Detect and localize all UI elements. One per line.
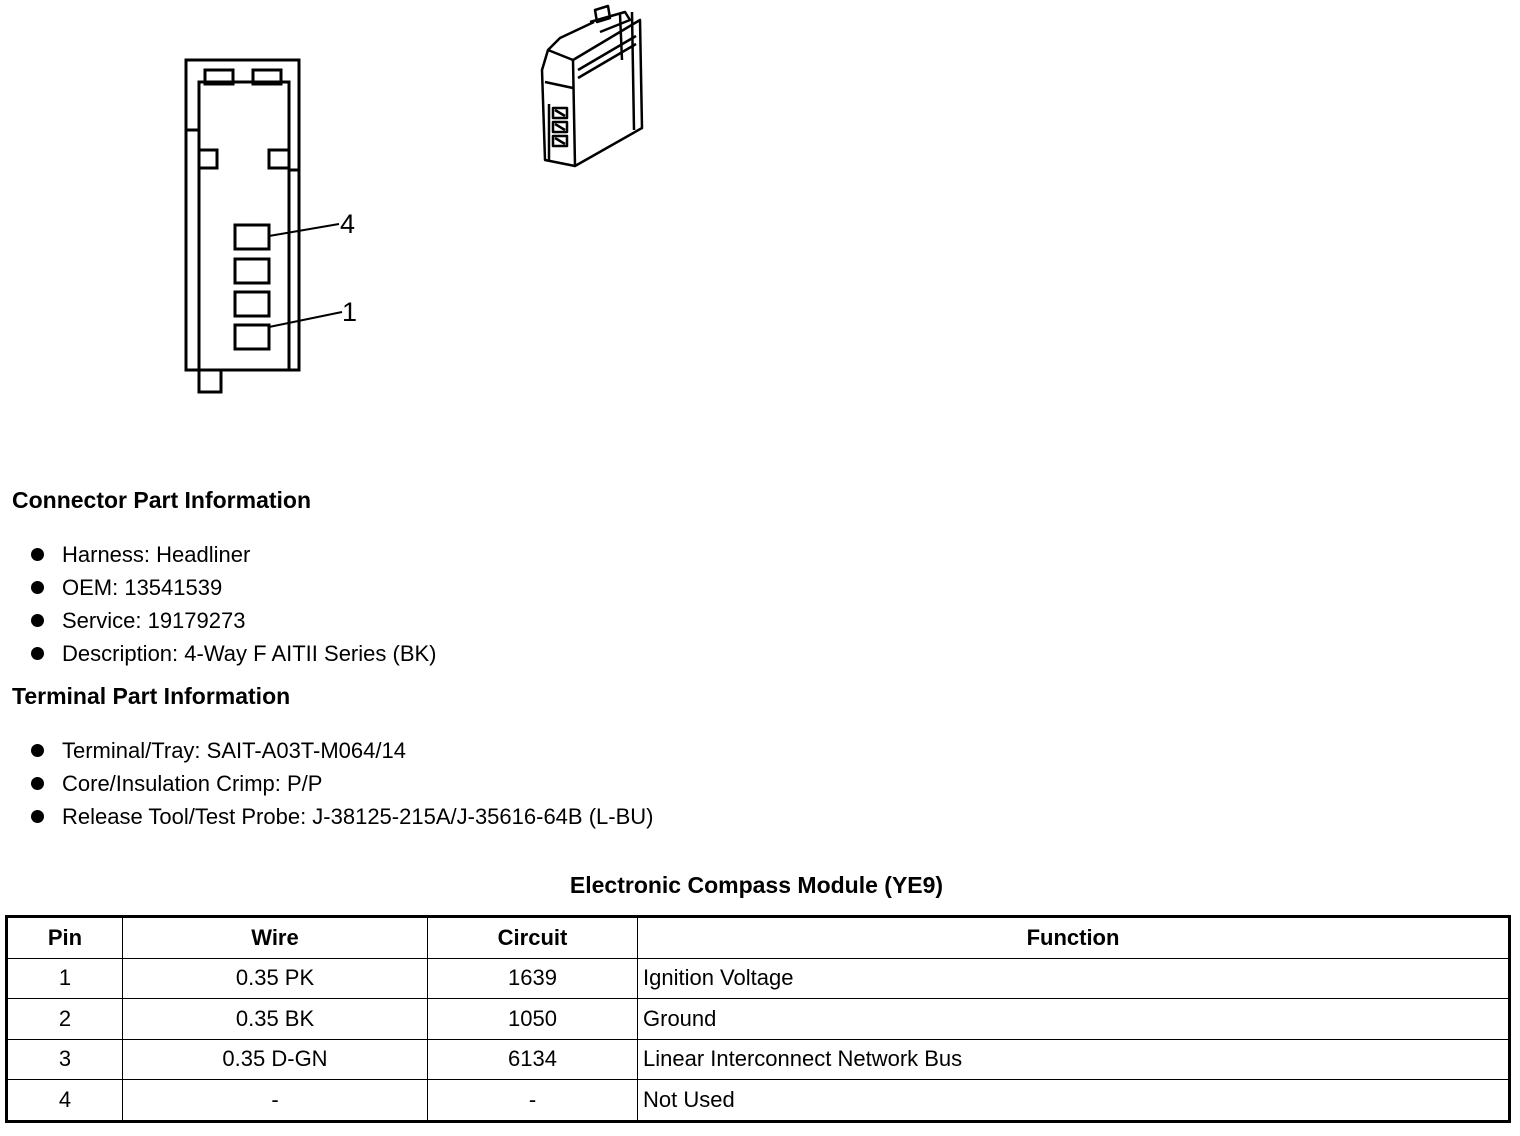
column-header-circuit: Circuit: [427, 916, 638, 959]
cavity-3: [233, 257, 271, 285]
bottom-key: [197, 370, 223, 394]
wire-cell: 0.35 BK: [122, 998, 428, 1040]
column-header-wire: Wire: [122, 916, 428, 959]
table-row: 4 - - Not Used: [6, 1079, 1510, 1122]
connector-inner-housing: [197, 80, 291, 370]
list-item: Description: 4-Way F AITII Series (BK): [12, 637, 712, 670]
terminal-info-list: Terminal/Tray: SAIT-A03T-M064/14 Core/In…: [12, 734, 912, 833]
pin-cell: 1: [6, 957, 123, 999]
wire-cell: 0.35 D-GN: [122, 1038, 428, 1080]
callout-pin-1: 1: [342, 297, 357, 327]
terminal-info-heading: Terminal Part Information: [12, 683, 291, 709]
circuit-cell: 1050: [427, 998, 638, 1040]
pin-cell: 4: [6, 1079, 123, 1122]
list-item: Terminal/Tray: SAIT-A03T-M064/14: [12, 734, 912, 767]
connector-outer-housing: [184, 58, 301, 372]
circuit-cell: 1639: [427, 957, 638, 999]
callout-pin-4: 4: [340, 209, 355, 239]
function-cell: Ground: [637, 998, 1510, 1040]
cavity-4: [233, 223, 271, 251]
function-cell: Not Used: [637, 1079, 1510, 1122]
connector-isometric-diagram: [540, 4, 644, 168]
pin-cell: 3: [6, 1038, 123, 1080]
latch-tab-left: [203, 68, 235, 86]
function-cell: Ignition Voltage: [637, 957, 1510, 999]
pinout-table: Pin Wire Circuit Function 1 0.35 PK 1639…: [5, 915, 1511, 1123]
side-notch-right: [267, 148, 291, 170]
table-header-row: Pin Wire Circuit Function: [6, 916, 1510, 959]
list-item: Harness: Headliner: [12, 538, 712, 571]
side-notch-left: [197, 148, 219, 170]
cavity-2: [233, 290, 271, 318]
circuit-cell: 6134: [427, 1038, 638, 1080]
column-header-function: Function: [637, 916, 1510, 959]
list-item: Release Tool/Test Probe: J-38125-215A/J-…: [12, 800, 912, 833]
list-item: OEM: 13541539: [12, 571, 712, 604]
leader-line-4: [268, 223, 340, 237]
connector-info-heading: Connector Part Information: [12, 487, 312, 513]
table-row: 1 0.35 PK 1639 Ignition Voltage: [6, 957, 1510, 999]
wire-cell: 0.35 PK: [122, 957, 428, 999]
list-item: Service: 19179273: [12, 604, 712, 637]
table-row: 3 0.35 D-GN 6134 Linear Interconnect Net…: [6, 1038, 1510, 1080]
connector-info-list: Harness: Headliner OEM: 13541539 Service…: [12, 538, 712, 670]
leader-line-1: [268, 311, 343, 328]
cavity-1: [233, 323, 271, 351]
table-title: Electronic Compass Module (YE9): [569, 872, 944, 898]
function-cell: Linear Interconnect Network Bus: [637, 1038, 1510, 1080]
wire-cell: -: [122, 1079, 428, 1122]
connector-face-diagram: 4 1: [184, 58, 357, 394]
table-row: 2 0.35 BK 1050 Ground: [6, 998, 1510, 1040]
column-header-pin: Pin: [6, 916, 123, 959]
pin-cell: 2: [6, 998, 123, 1040]
latch-tab-right: [251, 68, 283, 86]
circuit-cell: -: [427, 1079, 638, 1122]
list-item: Core/Insulation Crimp: P/P: [12, 767, 912, 800]
